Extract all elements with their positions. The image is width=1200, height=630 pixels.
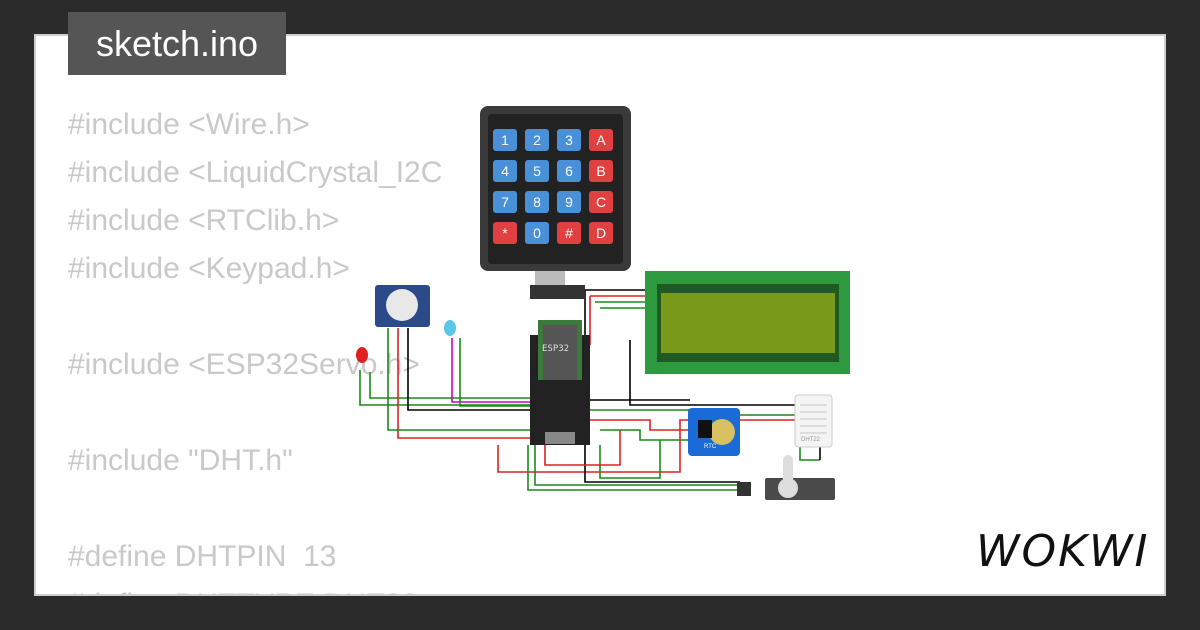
keypad-key[interactable]: B xyxy=(589,160,613,182)
keypad-key[interactable]: 0 xyxy=(525,222,549,244)
wokwi-logo: WOKWI xyxy=(976,526,1150,577)
keypad-connector xyxy=(530,285,585,299)
code-line: #include <ESP32Servo.h> xyxy=(68,348,420,381)
keypad-key[interactable]: 1 xyxy=(493,129,517,151)
keypad-key[interactable]: 4 xyxy=(493,160,517,182)
keypad-key[interactable]: 9 xyxy=(557,191,581,213)
pir-sensor xyxy=(375,285,430,327)
keypad-key[interactable]: 5 xyxy=(525,160,549,182)
keypad-key[interactable]: * xyxy=(493,222,517,244)
code-line: #include <Keypad.h> xyxy=(68,252,350,285)
dht22-sensor xyxy=(794,394,833,448)
keypad-key[interactable]: 7 xyxy=(493,191,517,213)
bottom-mask xyxy=(0,596,1200,630)
keypad-key[interactable]: 3 xyxy=(557,129,581,151)
file-title-tab[interactable]: sketch.ino xyxy=(68,12,286,75)
keypad-key[interactable]: C xyxy=(589,191,613,213)
rtc-label: RTC xyxy=(704,444,717,450)
esp32-board xyxy=(530,320,590,445)
dht-label: DHT22 xyxy=(801,437,821,443)
keypad-key[interactable]: # xyxy=(557,222,581,244)
keypad-key[interactable]: A xyxy=(589,129,613,151)
keypad-key[interactable]: D xyxy=(589,222,613,244)
code-line: #include <Wire.h> xyxy=(68,108,310,141)
led-blue xyxy=(444,320,456,336)
lcd-display xyxy=(645,271,850,374)
code-line: #include <RTClib.h> xyxy=(68,204,340,237)
code-preview: #include <Wire.h> #include <LiquidCrysta… xyxy=(68,101,442,629)
rtc-module xyxy=(688,408,740,456)
right-mask xyxy=(1166,34,1200,630)
code-line: #include <LiquidCrystal_I2C xyxy=(68,156,443,189)
keypad-key[interactable]: 8 xyxy=(525,191,549,213)
led-red xyxy=(356,347,368,363)
esp32-label: ESP32 xyxy=(542,344,570,354)
keypad-key[interactable]: 6 xyxy=(557,160,581,182)
servo-motor xyxy=(737,455,835,500)
keypad-key[interactable]: 2 xyxy=(525,129,549,151)
code-line: #include "DHT.h" xyxy=(68,444,293,477)
code-line: #define DHTPIN 13 xyxy=(68,540,337,573)
